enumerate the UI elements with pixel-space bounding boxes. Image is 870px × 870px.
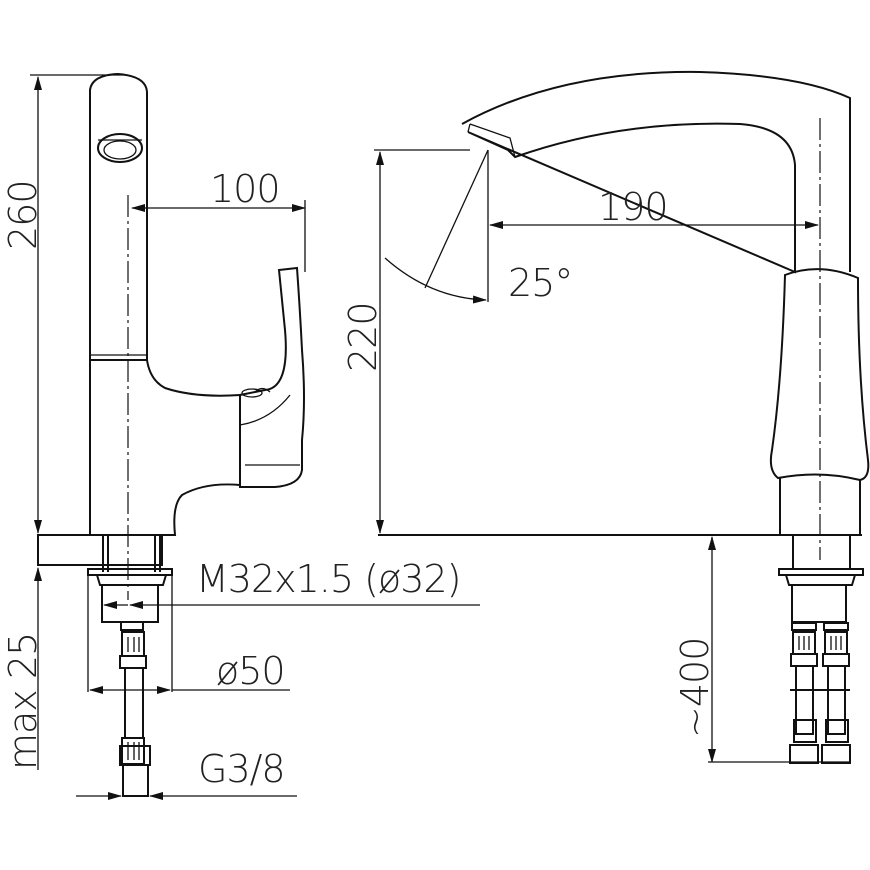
dim-m32: M32x1.5 (ø32) [103,557,480,609]
spout-tube [89,72,148,361]
dim-220-label: 220 [341,302,385,372]
dim-m32-label: M32x1.5 (ø32) [196,557,460,601]
dim-50-label: ø50 [216,649,285,693]
aerator-icon [97,133,143,163]
dim-g38: G3/8 [76,747,297,800]
dim-260: 260 [1,74,125,534]
dim-100-label: 100 [210,167,280,211]
front-view: 220 190 25° [341,70,870,764]
spout [461,70,851,274]
dim-190: 190 [487,150,819,302]
dim-400-label: ~400 [673,638,717,738]
hose [119,621,151,797]
dim-400: ~400 [673,536,850,763]
dim-260-label: 260 [1,180,45,250]
dim-angle: 25° [384,149,573,305]
lever-handle [239,266,305,488]
dim-50: ø50 [87,570,290,694]
hose-right [821,622,851,764]
side-view: 260 100 M32x1. [1,72,480,800]
dim-100: 100 [131,167,306,272]
dim-220: 220 [341,149,470,534]
countertop [37,534,163,566]
dim-190-label: 190 [598,185,668,229]
dim-max25-label: max 25 [1,633,45,770]
dim-angle-label: 25° [508,261,572,305]
dim-max25: max 25 [1,567,45,770]
hose-left [789,622,819,764]
faucet-body-front [769,268,870,482]
dim-g38-label: G3/8 [198,747,285,791]
faucet-body [89,359,241,536]
